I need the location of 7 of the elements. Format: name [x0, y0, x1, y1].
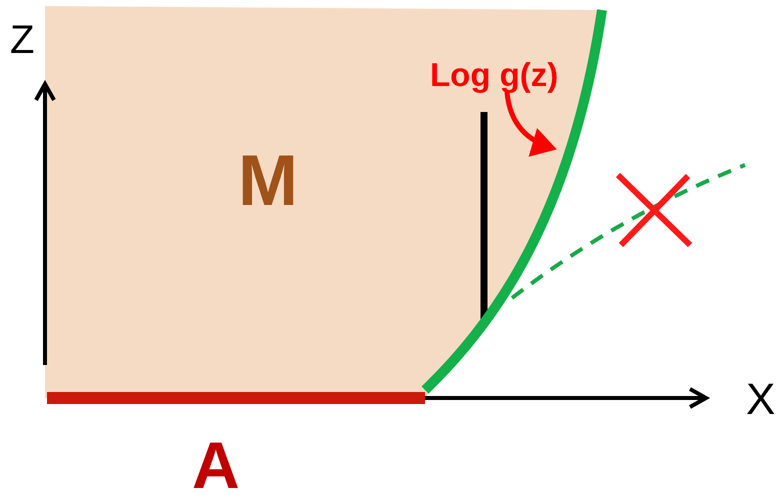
axis-label: X — [746, 378, 776, 422]
pointer-arrow — [504, 92, 557, 156]
boundary-curve — [421, 9, 607, 394]
curve-label: Log g(z) — [430, 58, 558, 91]
segment-label: A — [192, 432, 240, 498]
axis-label: Z — [10, 20, 34, 60]
region-label: M — [238, 145, 298, 217]
